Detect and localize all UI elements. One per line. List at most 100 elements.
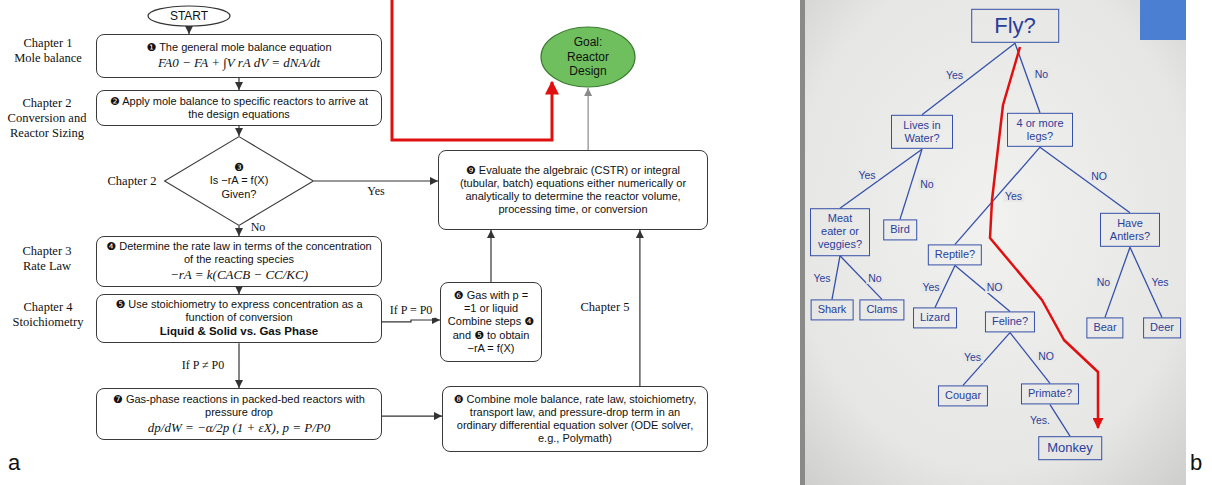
node-text: Monkey [1047, 440, 1093, 456]
ellipse-shape [541, 27, 635, 87]
node-text: ❾ Evaluate the algebraic (CSTR) or integ… [445, 164, 701, 217]
process-box: ❺ Use stoichiometry to express concentra… [96, 294, 382, 343]
node-text: Clams [866, 303, 897, 316]
edge-label: Yes. [1028, 414, 1052, 426]
node-text: ❽ Combine mole balance, rate law, stoich… [449, 393, 701, 446]
edge-label: NO [1036, 350, 1056, 362]
flow-arrow [238, 343, 239, 388]
node-text: Fly? [994, 13, 1036, 39]
tree-branch-line [922, 43, 1015, 115]
flow-arrow [639, 230, 640, 386]
node-text: Goal: Reactor Design [558, 35, 618, 78]
node-text: Bird [890, 223, 910, 236]
flow-arrow [188, 27, 189, 34]
answer-box: Clams [859, 299, 904, 320]
node-text: ❸ [234, 161, 244, 174]
edge-label: No [918, 178, 935, 190]
node-text: Deer [1150, 321, 1174, 334]
question-box: Have Antlers? [1100, 213, 1160, 247]
edge-label: Yes [920, 280, 941, 292]
flow-arrow [382, 415, 442, 416]
edge-label: If P = P0 [388, 304, 435, 318]
tree-branch-line [1040, 147, 1130, 213]
answer-box: Deer [1143, 317, 1181, 338]
goal-terminal: Goal: Reactor Design [540, 26, 636, 88]
edge-label: Yes [856, 169, 877, 181]
chapter-label: Chapter 1 Mole balance [12, 36, 84, 66]
node-subtext: −rA = k(CACB − CC/KC) [170, 267, 308, 283]
edge-label: NO [985, 280, 1005, 292]
flow-arrow [314, 180, 438, 181]
node-text: Primate? [1028, 387, 1072, 400]
node-subtext: Is −rA = f(X) Given? [197, 174, 281, 200]
node-text: ❹ Determine the rate law in terms of the… [103, 240, 375, 266]
edge-label: No [1033, 68, 1050, 80]
node-text: Reptile? [935, 248, 975, 261]
process-box: ❽ Combine mole balance, rate law, stoich… [442, 386, 708, 452]
answer-box: Bird [883, 219, 917, 240]
node-text: Bear [1093, 321, 1116, 334]
start-terminal: START [147, 5, 231, 27]
process-box: ❻ Gas with p = =1 or liquid Combine step… [440, 282, 542, 362]
highlight-path-arrow [990, 47, 1098, 428]
node-text: START [170, 9, 208, 23]
edge-label: If P ≠ P0 [180, 359, 226, 373]
flow-arrow [588, 88, 589, 150]
answer-box: Shark [811, 299, 854, 320]
node-text: Shark [818, 303, 847, 316]
chapter-label: Chapter 2 [104, 174, 160, 189]
decision-diamond: ❸Is −rA = f(X) Given? [164, 136, 314, 226]
edge-label: No [866, 272, 883, 284]
flow-arrow [238, 226, 239, 236]
node-text: ❺ Use stoichiometry to express concentra… [103, 298, 375, 324]
node-text: ❷ Apply mole balance to specific reactor… [103, 95, 375, 121]
process-box: ❹ Determine the rate law in terms of the… [96, 236, 382, 287]
node-text: ❻ Gas with p = =1 or liquid Combine step… [447, 289, 535, 355]
edge-label: Yes [962, 351, 983, 363]
node-text: Cougar [945, 389, 981, 402]
flow-arrow [382, 320, 440, 322]
flow-arrow [238, 126, 239, 136]
answer-box: Lizard [913, 307, 957, 328]
question-box: Lives in Water? [891, 115, 953, 149]
question-box: Reptile? [928, 244, 982, 265]
node-text: Meat eater or veggies? [817, 212, 863, 252]
edge-label: Yes [365, 185, 386, 199]
node-text: ❼ Gas-phase reactions in packed-bed reac… [103, 393, 375, 419]
whiteboard-photo [800, 0, 1186, 485]
node-subtext: FA0 − FA + ∫V rA dV = dNA/dt [158, 55, 320, 71]
whiteboard-frame [800, 0, 805, 485]
tree-branch-line [1050, 405, 1070, 437]
node-text: Have Antlers? [1107, 217, 1153, 243]
chapter-label: Chapter 2 Conversion and Reactor Sizing [2, 96, 92, 141]
tree-branch-line [840, 149, 922, 208]
chapter-label: Chapter 5 [576, 300, 634, 315]
edge-label: No [249, 221, 268, 235]
process-box: ❾ Evaluate the algebraic (CSTR) or integ… [438, 150, 708, 230]
tree-branch-line [955, 266, 1010, 312]
answer-box: Cougar [938, 385, 988, 406]
process-box: ❼ Gas-phase reactions in packed-bed reac… [96, 388, 382, 440]
node-text: Lizard [920, 311, 950, 324]
question-box: Fly? [971, 9, 1059, 43]
tree-branch-line [832, 256, 840, 300]
node-text: 4 or more legs? [1014, 117, 1066, 143]
question-box: 4 or more legs? [1007, 113, 1073, 147]
panel-letter: a [8, 450, 20, 476]
edge-label: Yes [1003, 190, 1024, 202]
node-text: Lives in Water? [898, 119, 946, 145]
node-subtext: Liquid & Solid vs. Gas Phase [160, 325, 318, 339]
question-box: Meat eater or veggies? [810, 208, 870, 256]
chapter-label: Chapter 4 Stoichiometry [8, 300, 88, 330]
node-text: Feline? [992, 315, 1028, 328]
flow-arrow [490, 230, 491, 282]
edge-label: NO [1089, 170, 1109, 182]
edge-label: Yes [944, 69, 965, 81]
diamond-shape [165, 137, 314, 226]
chapter-label: Chapter 3 Rate Law [14, 244, 80, 274]
question-box: Feline? [985, 311, 1035, 332]
answer-box: Monkey [1038, 436, 1102, 460]
ellipse-shape [148, 6, 230, 26]
flow-arrow [238, 287, 239, 294]
flow-arrow [238, 78, 239, 90]
